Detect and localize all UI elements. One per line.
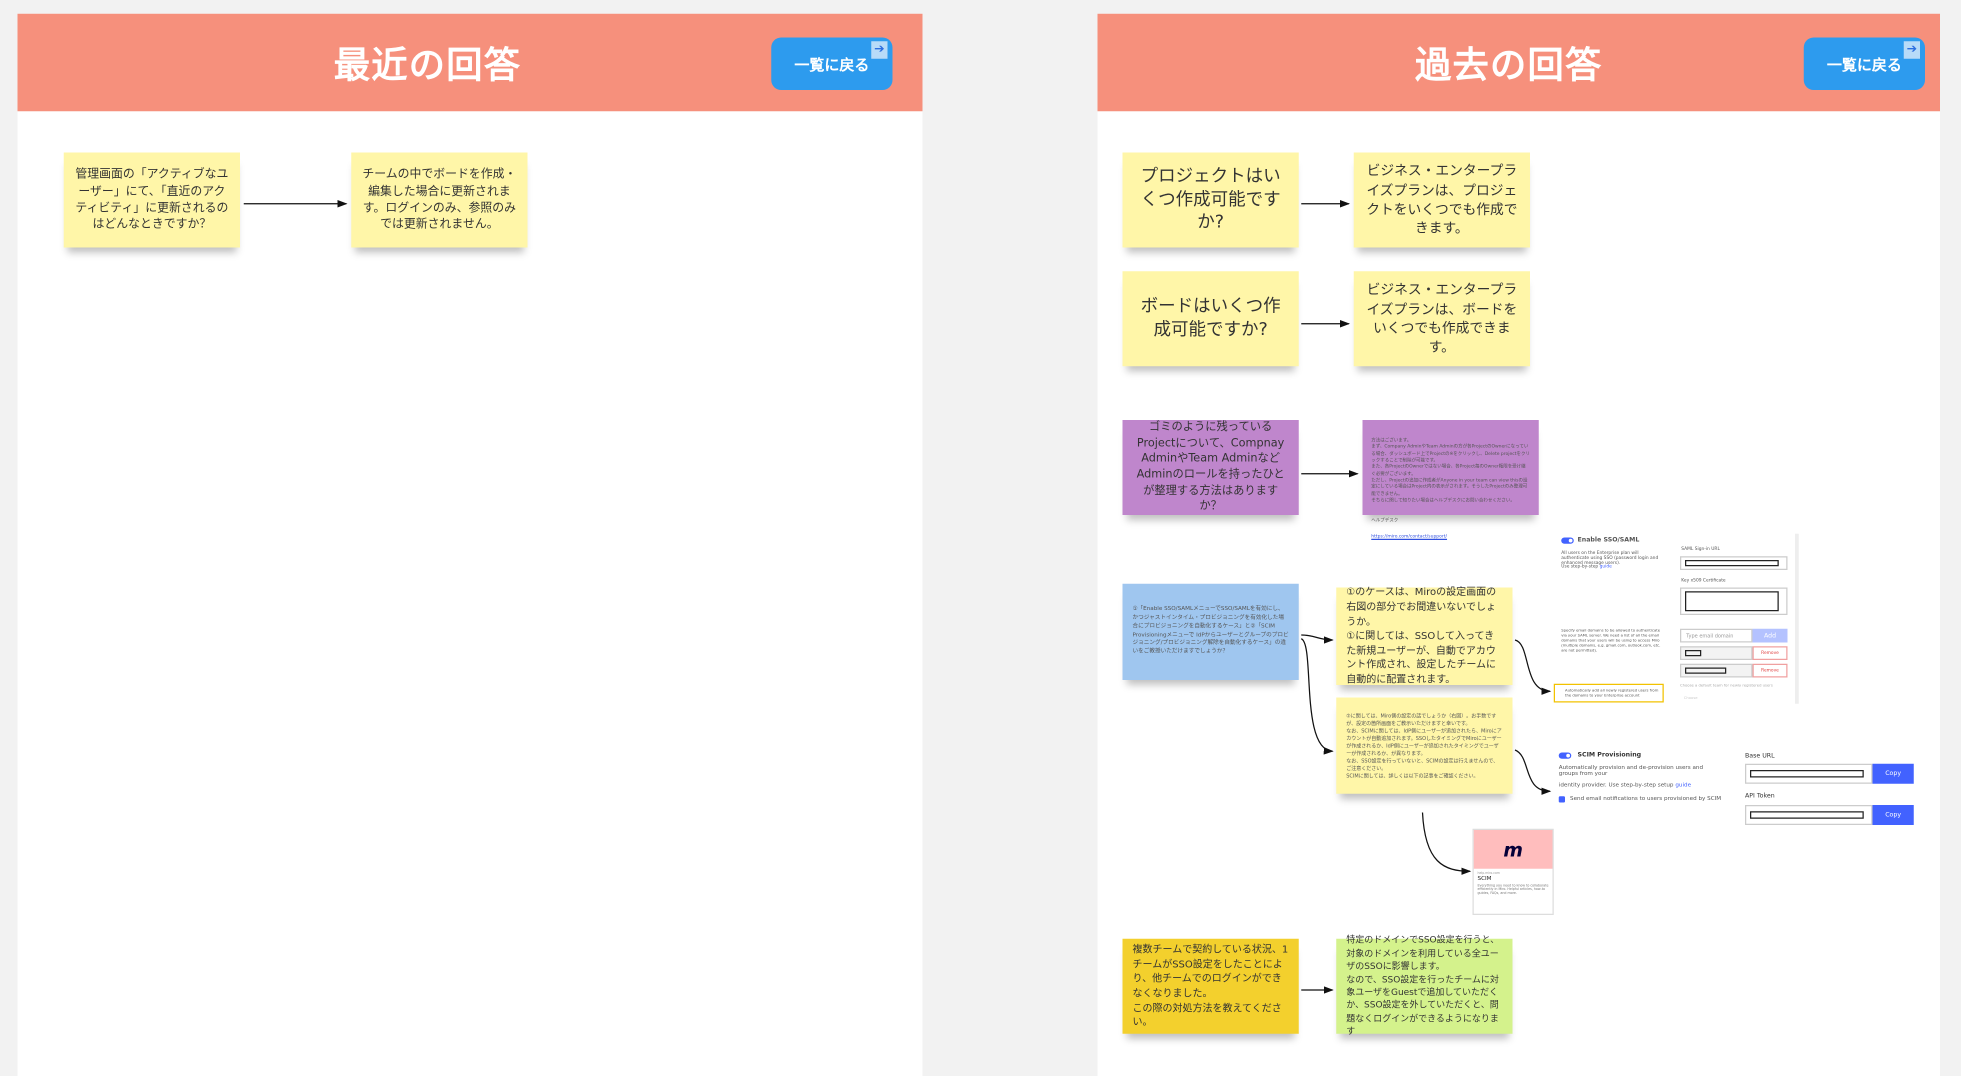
arrow-right-icon: ➔ <box>1903 41 1920 59</box>
panel-header: 過去の回答 一覧に戻る➔ <box>1097 13 1940 112</box>
answer-sticky[interactable]: 方法はございます。 まず、Company AdminやTeam Adminの方が… <box>1362 420 1539 538</box>
answer-sticky[interactable]: ビジネス・エンタープライズプランは、ボードをいくつでも作成できます。 <box>1353 271 1530 367</box>
sso-question-sticky[interactable]: ①「Enable SSO/SAMLメニューでSSO/SAMLを有効にし、かつジャ… <box>1122 583 1299 680</box>
page-title: 過去の回答 <box>1415 43 1603 87</box>
connector-arrow <box>1421 812 1472 875</box>
help-desk-label: ヘルプデスク <box>1371 518 1399 524</box>
team-select[interactable]: Choose <box>1683 695 1698 700</box>
label: Base URL <box>1745 752 1775 761</box>
saml-settings-screenshot: Enable SSO/SAML All users on the Enterpr… <box>1553 531 1800 707</box>
desc: All users on the Enterprise plan will au… <box>1561 550 1659 565</box>
checkbox-icon[interactable] <box>1558 796 1565 803</box>
sso-answer-sticky[interactable]: ①のケースは、Miroの設定画面の右図の部分でお間違いないでしょうか。 ①に関し… <box>1336 587 1513 685</box>
question-sticky[interactable]: プロジェクトはいくつ作成可能ですか? <box>1122 152 1299 248</box>
answer-sticky[interactable]: チームの中でボードを作成・編集した場合に更新されます。ログインのみ、参照のみでは… <box>351 152 528 248</box>
answer-sticky[interactable]: 特定のドメインでSSO設定を行うと、対象のドメインを利用している全ユーザのSSO… <box>1336 934 1513 1037</box>
label: Key x509 Certificate <box>1681 577 1726 583</box>
recent-answers-panel: 最近の回答 一覧に戻る➔ 管理画面の「アクティブなユーザー」にて、「直近のアクテ… <box>17 13 923 1076</box>
scim-answer-sticky[interactable]: ②に関しては、Miro側の設定の話でしょうか（右図）。お手数ですが、設定の箇所画… <box>1336 697 1513 794</box>
label: Choose a default team for newly register… <box>1680 682 1773 688</box>
label: SAML Sign-in URL <box>1681 546 1720 552</box>
back-label: 一覧に戻る <box>1826 55 1902 74</box>
connector-arrow <box>1514 639 1552 695</box>
domain-row <box>1680 663 1753 678</box>
card-site: help.miro.com <box>1477 871 1500 875</box>
answer-sticky[interactable]: ビジネス・エンタープライズプランは、プロジェクトをいくつでも作成できます。 <box>1353 152 1530 248</box>
auto-add-highlight[interactable]: Automatically add all newly registered u… <box>1553 683 1664 703</box>
miro-logo: m <box>1473 830 1553 869</box>
card-desc: Everything you need to know to collabora… <box>1477 883 1549 895</box>
toggle-icon <box>1558 752 1572 759</box>
toggle-label: Enable SSO/SAML <box>1577 536 1640 544</box>
guide-link[interactable]: Use step-by-step guide <box>1561 564 1612 569</box>
add-domain-button[interactable]: Add <box>1752 628 1788 643</box>
certificate-input[interactable] <box>1680 587 1788 615</box>
guide-prefix: Use step-by-step <box>1561 563 1599 569</box>
back-to-list-button[interactable]: 一覧に戻る➔ <box>1803 37 1925 90</box>
toggle-label: SCIM Provisioning <box>1577 751 1642 759</box>
question-sticky[interactable]: ボードはいくつ作成可能ですか? <box>1122 271 1299 367</box>
arrow-right-icon: ➔ <box>871 41 888 59</box>
guide-link[interactable]: guide <box>1675 782 1692 789</box>
connector-arrow <box>1514 749 1552 795</box>
desc: identity provider. Use step-by-step setu… <box>1558 782 1674 789</box>
question-sticky[interactable]: 複数チームで契約している状況、1チームがSSO設定をしたことにより、他チームでの… <box>1122 938 1299 1034</box>
guide[interactable]: guide <box>1599 563 1612 569</box>
page-title: 最近の回答 <box>333 43 522 87</box>
panel-header: 最近の回答 一覧に戻る➔ <box>17 13 923 112</box>
question-sticky[interactable]: ゴミのように残っているProjectについて、Compnay AdminやTea… <box>1122 420 1299 515</box>
signin-url-input[interactable] <box>1680 556 1788 570</box>
toggle-icon <box>1561 537 1574 544</box>
back-label: 一覧に戻る <box>794 55 870 74</box>
desc: Specify email domains to be allowed to a… <box>1561 627 1661 653</box>
answer-text: 方法はございます。 まず、Company AdminやTeam Adminの方が… <box>1371 437 1530 503</box>
notify-label: Send email notifications to users provis… <box>1570 796 1722 803</box>
scim-help-card[interactable]: m help.miro.com SCIM Everything you need… <box>1472 828 1554 915</box>
copy-button[interactable]: Copy <box>1872 805 1914 825</box>
remove-button[interactable]: Remove <box>1752 646 1788 660</box>
domain-row <box>1680 646 1753 660</box>
desc: Automatically provision and de-provision… <box>1558 765 1704 778</box>
help-desk-link[interactable]: https://miro.com/contact/support/ <box>1371 533 1448 539</box>
label: API Token <box>1745 792 1775 801</box>
guide-line: identity provider. Use step-by-step setu… <box>1559 783 1691 789</box>
remove-button[interactable]: Remove <box>1752 663 1788 678</box>
scim-settings-screenshot: SCIM Provisioning Automatically provisio… <box>1553 747 1923 833</box>
connector-arrow <box>1300 638 1334 755</box>
copy-button[interactable]: Copy <box>1872 763 1914 784</box>
card-title: SCIM <box>1477 876 1492 883</box>
api-token-input[interactable] <box>1745 805 1873 825</box>
scrollbar[interactable] <box>1795 533 1799 704</box>
domain-input[interactable]: Type email domain <box>1680 628 1753 643</box>
back-to-list-button[interactable]: 一覧に戻る➔ <box>771 37 893 90</box>
base-url-input[interactable] <box>1745 763 1873 784</box>
connector-arrow <box>1301 634 1334 644</box>
question-sticky[interactable]: 管理画面の「アクティブなユーザー」にて、「直近のアクティビティ」に更新されるのは… <box>63 152 240 248</box>
